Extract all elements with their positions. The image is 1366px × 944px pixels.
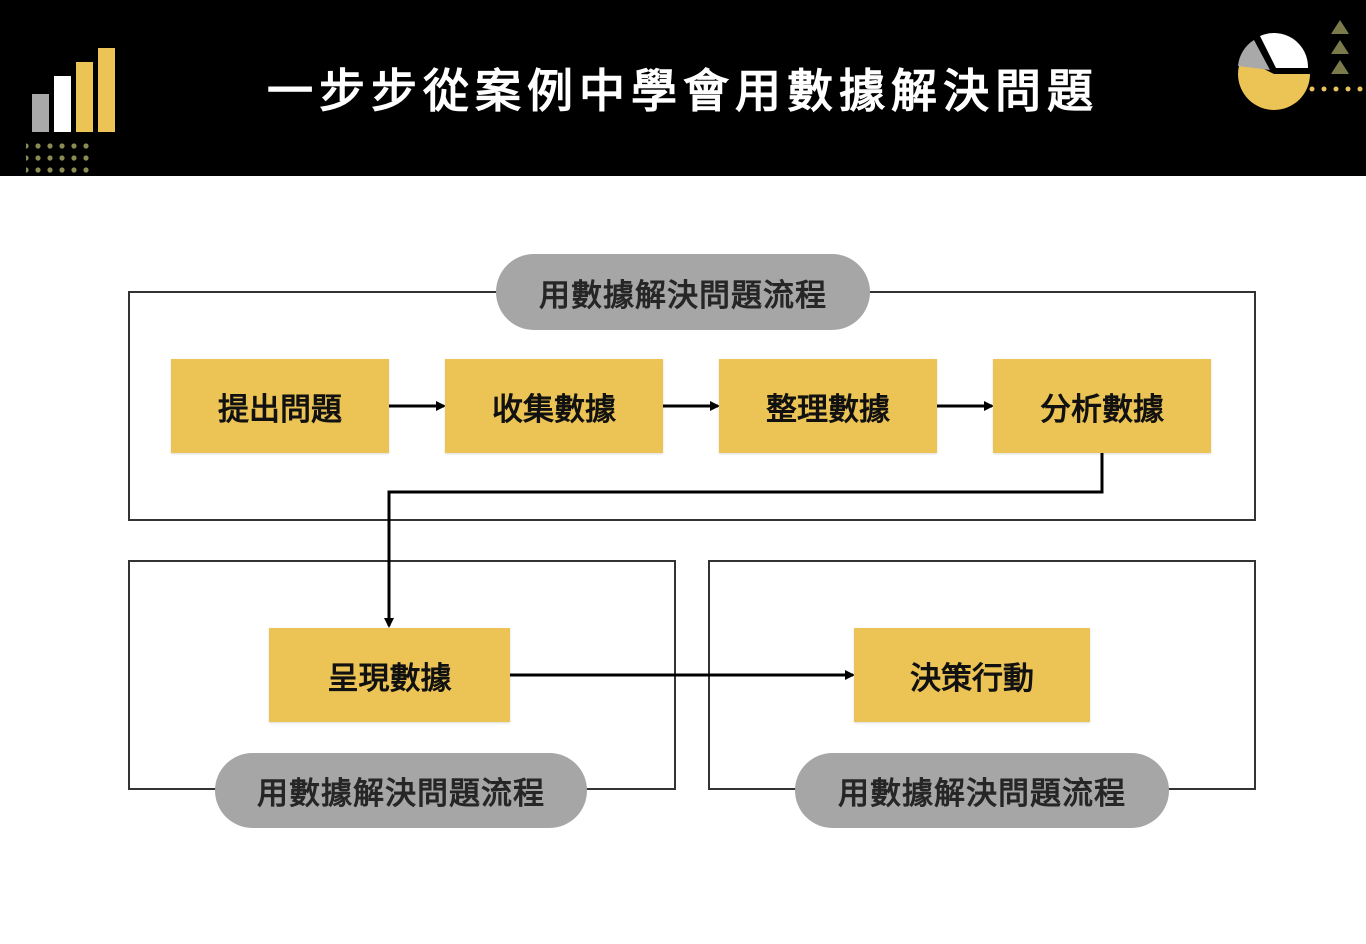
group-label-top: 用數據解決問題流程 — [496, 254, 870, 330]
pie-chart-icon — [1238, 32, 1310, 110]
page-title: 一步步從案例中學會用數據解決問題 — [267, 64, 1099, 118]
group-label-bottom-right: 用數據解決問題流程 — [795, 753, 1169, 828]
bar-chart-icon — [26, 48, 115, 173]
group-label-bottom-left: 用數據解決問題流程 — [215, 753, 587, 828]
dot-grid-icon — [1309, 86, 1363, 92]
arrow-s4-s5 — [384, 453, 1104, 628]
step-raise-question: 提出問題 — [171, 359, 389, 453]
header-banner: 一步步從案例中學會用數據解決問題 — [0, 0, 1366, 176]
step-organize-data: 整理數據 — [719, 359, 937, 453]
step-decision-action: 決策行動 — [854, 628, 1090, 722]
step-collect-data: 收集數據 — [445, 359, 663, 453]
step-analyze-data: 分析數據 — [993, 359, 1211, 453]
step-present-data: 呈現數據 — [269, 628, 510, 722]
triangle-stack-icon — [1331, 20, 1349, 74]
